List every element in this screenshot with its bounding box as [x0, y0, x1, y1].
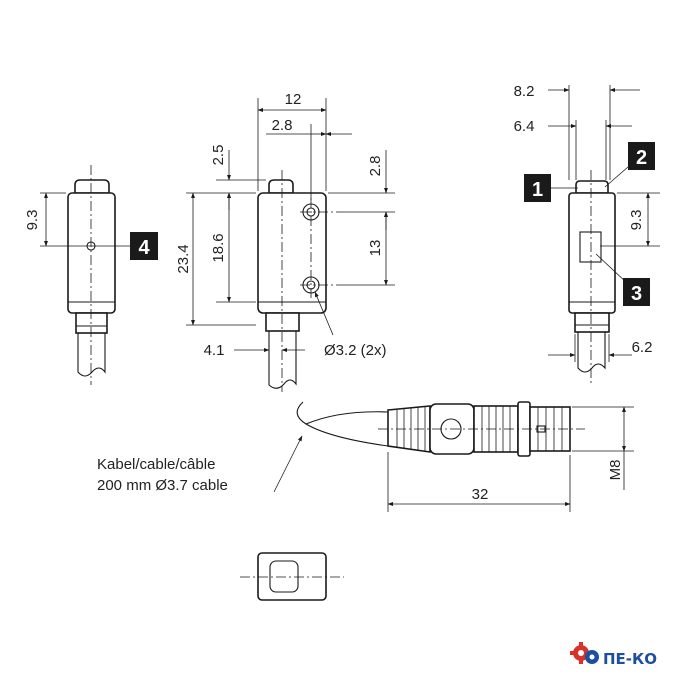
connector-length-label: 32	[472, 486, 489, 503]
front-width-label: 12	[285, 91, 302, 108]
hole-offset-y-label: 2.8	[367, 156, 384, 177]
side-view: 9.3	[24, 165, 130, 385]
end-width-inner-label: 6.4	[514, 118, 535, 135]
callout-3: 3	[623, 278, 650, 306]
svg-text:1: 1	[532, 179, 543, 201]
end-width-outer-label: 8.2	[514, 83, 535, 100]
callout-2: 2	[628, 142, 655, 170]
front-view: 12 2.8 2.5 23.4 18.6 2.8 13	[175, 91, 395, 392]
bottom-view	[240, 552, 344, 601]
connector-thread-label: M8	[607, 460, 624, 481]
hole-diameter-label: Ø3.2 (2x)	[324, 342, 387, 359]
cable-label-line1: Kabel/cable/câble	[97, 456, 215, 473]
cable-label-line2: 200 mm Ø3.7 cable	[97, 477, 228, 494]
hole-offset-x-label: 2.8	[272, 117, 293, 134]
end-view: 8.2 6.4 9.3 6.2	[514, 83, 660, 385]
cable-offset-label: 4.1	[204, 342, 225, 359]
svg-text:4: 4	[138, 237, 150, 259]
side-height-label: 9.3	[24, 210, 41, 231]
callout-4: 4	[130, 232, 158, 260]
connector-view: 32 M8	[273, 401, 634, 512]
gear-icon	[570, 642, 599, 664]
svg-text:2: 2	[636, 147, 647, 169]
logo-text: ПЕ-КО	[603, 650, 657, 668]
height-inner-label: 18.6	[210, 233, 227, 262]
top-gap-label: 2.5	[210, 145, 227, 166]
callout-1: 1	[524, 174, 551, 202]
end-cable-width-label: 6.2	[632, 339, 653, 356]
svg-text:3: 3	[631, 283, 642, 305]
logo: ПЕ-КО	[570, 642, 657, 668]
end-height-label: 9.3	[628, 210, 645, 231]
height-total-label: 23.4	[175, 244, 192, 273]
hole-spacing-label: 13	[367, 240, 384, 257]
